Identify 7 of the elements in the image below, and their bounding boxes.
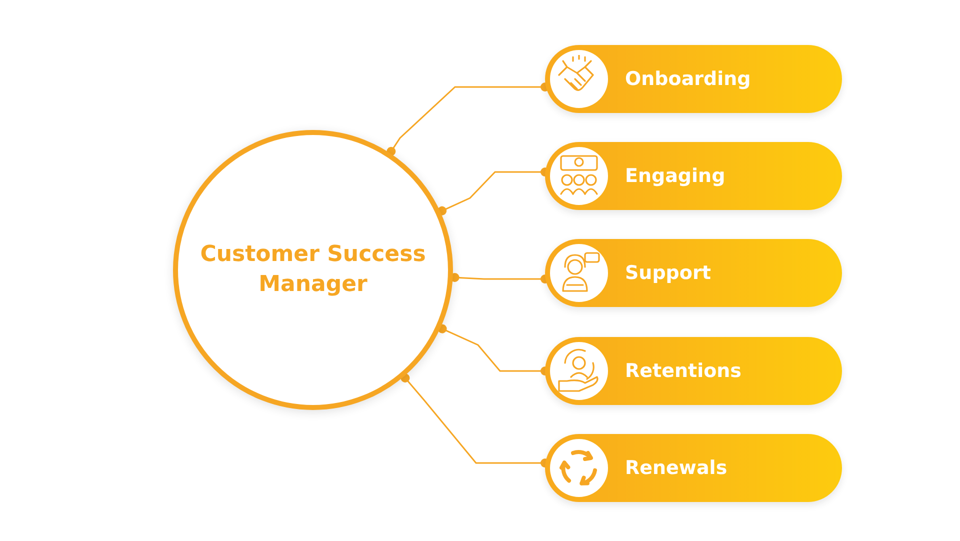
topic-label: Retentions (625, 360, 742, 382)
hub-title: Customer Success Manager (199, 241, 427, 299)
topic-label: Onboarding (625, 68, 751, 90)
topic-label: Support (625, 262, 711, 284)
connector-line (386, 82, 550, 156)
topic-label: Engaging (625, 165, 726, 187)
topic-label: Renewals (625, 457, 728, 479)
